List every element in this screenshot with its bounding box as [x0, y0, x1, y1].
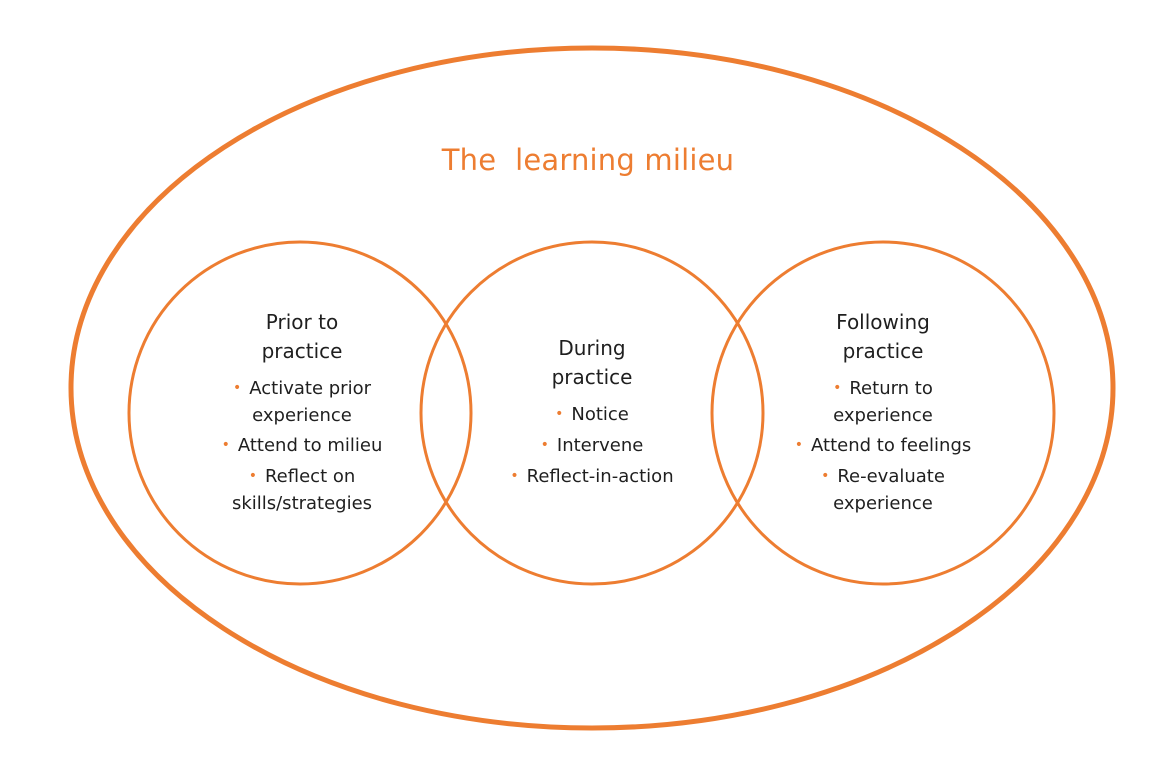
list-item-text: Notice [571, 404, 629, 425]
list-item: • Reflect on skills/strategies [180, 464, 424, 517]
list-item: • Reflect-in-action [472, 464, 712, 491]
following-practice-text: Following practice • Return to experience… [758, 308, 1008, 521]
bullet-icon: • [233, 380, 242, 396]
list-item: • Attend to feelings [758, 433, 1008, 460]
bullet-icon: • [248, 468, 257, 484]
list-item-text: Attend to feelings [811, 435, 972, 456]
list-item-text: Re-evaluate [837, 466, 945, 487]
bullet-icon: • [794, 437, 804, 453]
bullet-icon: • [221, 437, 230, 453]
list-item: • Attend to milieu [180, 433, 424, 460]
diagram-title: The learning milieu [441, 143, 735, 177]
list-item-text: skills/strategies [231, 493, 373, 514]
during-heading-line: During [558, 336, 626, 360]
list-item-text: experience [252, 405, 352, 426]
during-heading: During practice [472, 334, 712, 392]
learning-milieu-ellipse [68, 45, 1116, 731]
prior-to-practice-circle [127, 240, 473, 586]
following-heading-line: Following [836, 310, 930, 334]
list-item: • Intervene [472, 433, 712, 460]
list-item-text: Reflect-in-action [526, 466, 674, 487]
bullet-icon: • [833, 380, 842, 396]
prior-heading-line: Prior to [265, 310, 339, 334]
during-heading-line: practice [551, 365, 633, 389]
bullet-icon: • [510, 468, 519, 484]
list-item-text: Return to [849, 378, 933, 399]
during-practice-circle [419, 240, 765, 586]
prior-heading: Prior to practice [180, 308, 424, 366]
following-heading: Following practice [758, 308, 1008, 366]
list-item-text: experience [833, 493, 933, 514]
list-item: • Re-evaluate experience [758, 464, 1008, 517]
list-item-text: experience [833, 405, 933, 426]
bullet-icon: • [540, 437, 549, 453]
following-practice-circle [710, 240, 1056, 586]
list-item-text: Attend to milieu [237, 435, 383, 456]
list-item: • Activate prior experience [180, 376, 424, 429]
bullet-icon: • [821, 468, 830, 484]
prior-heading-line: practice [261, 339, 343, 363]
list-item: • Return to experience [758, 376, 1008, 429]
list-item-text: Intervene [556, 435, 644, 456]
list-item-text: Reflect on [264, 466, 356, 487]
list-item-text: Activate prior [249, 378, 371, 399]
prior-to-practice-text: Prior to practice • Activate prior experi… [180, 308, 424, 521]
bullet-icon: • [555, 406, 564, 422]
following-heading-line: practice [842, 339, 924, 363]
during-practice-text: During practice • Notice • Intervene • Refl… [472, 334, 712, 495]
list-item: • Notice [472, 402, 712, 429]
